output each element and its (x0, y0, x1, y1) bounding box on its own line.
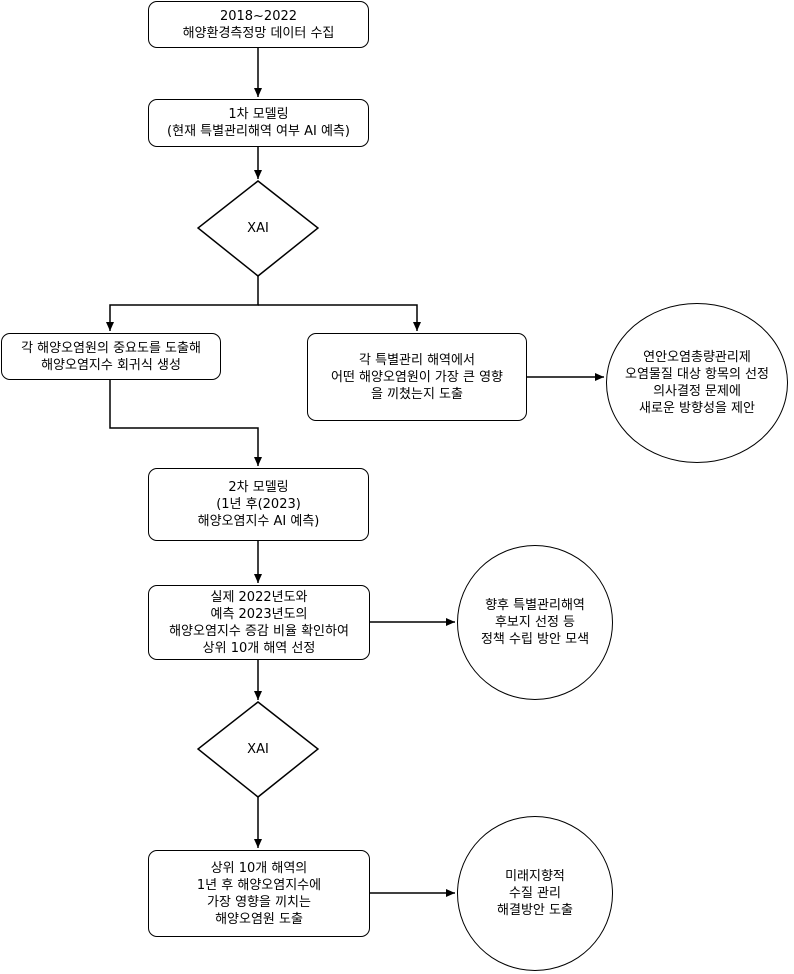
decision-xai-2 (197, 701, 319, 798)
node-second-modeling: 2차 모델링 (1년 후(2023) 해양오염지수 AI 예측) (148, 468, 369, 541)
node-influence-derivation: 각 특별관리 해역에서 어떤 해양오염원이 가장 큰 영향 을 끼쳤는지 도출 (307, 333, 527, 421)
node-source-derivation: 상위 10개 해역의 1년 후 해양오염지수에 가장 영향을 끼치는 해양오염원… (148, 850, 370, 937)
node-future-solution: 미래지향적 수질 관리 해결방안 도출 (457, 816, 613, 971)
node-influence-derivation-label: 각 특별관리 해역에서 어떤 해양오염원이 가장 큰 영향 을 끼쳤는지 도출 (330, 352, 503, 402)
node-future-solution-label: 미래지향적 수질 관리 해결방안 도출 (497, 869, 573, 918)
node-second-modeling-label: 2차 모델링 (1년 후(2023) 해양오염지수 AI 예측) (197, 480, 320, 529)
node-new-direction-label: 연안오염총량관리제 오염물질 대상 항목의 선정 의사결정 문제에 새로운 방향… (625, 350, 769, 416)
node-policy-plan-label: 향후 특별관리해역 후보지 선정 등 정책 수립 방안 모색 (480, 598, 590, 647)
node-importance-regression-label: 각 해양오염원의 중요도를 도출해 해양오염지수 회귀식 생성 (21, 340, 201, 373)
node-importance-regression: 각 해양오염원의 중요도를 도출해 해양오염지수 회귀식 생성 (1, 333, 221, 380)
node-data-collection: 2018~2022 해양환경측정망 데이터 수집 (148, 1, 369, 48)
node-top10-selection-label: 실제 2022년도와 예측 2023년도의 해양오염지수 증감 비율 확인하여 … (169, 589, 349, 656)
node-first-modeling-label: 1차 모델링 (현재 특별관리해역 여부 AI 예측) (167, 107, 350, 139)
edge-importance-to-model2 (109, 380, 262, 466)
node-source-derivation-label: 상위 10개 해역의 1년 후 해양오염지수에 가장 영향을 끼치는 해양오염원… (196, 860, 322, 927)
node-first-modeling: 1차 모델링 (현재 특별관리해역 여부 AI 예측) (148, 99, 369, 147)
decision-xai-2-label: XAI (247, 742, 269, 757)
edge-xai1-to-influence (258, 304, 421, 331)
node-new-direction: 연안오염총량관리제 오염물질 대상 항목의 선정 의사결정 문제에 새로운 방향… (606, 303, 788, 463)
decision-xai-1 (197, 180, 319, 277)
node-policy-plan: 향후 특별관리해역 후보지 선정 등 정책 수립 방안 모색 (457, 545, 613, 700)
node-data-collection-label: 2018~2022 해양환경측정망 데이터 수집 (182, 8, 335, 41)
edge-xai1-to-importance (106, 276, 259, 331)
node-top10-selection: 실제 2022년도와 예측 2023년도의 해양오염지수 증감 비율 확인하여 … (148, 585, 370, 660)
decision-xai-1-label: XAI (247, 221, 269, 236)
